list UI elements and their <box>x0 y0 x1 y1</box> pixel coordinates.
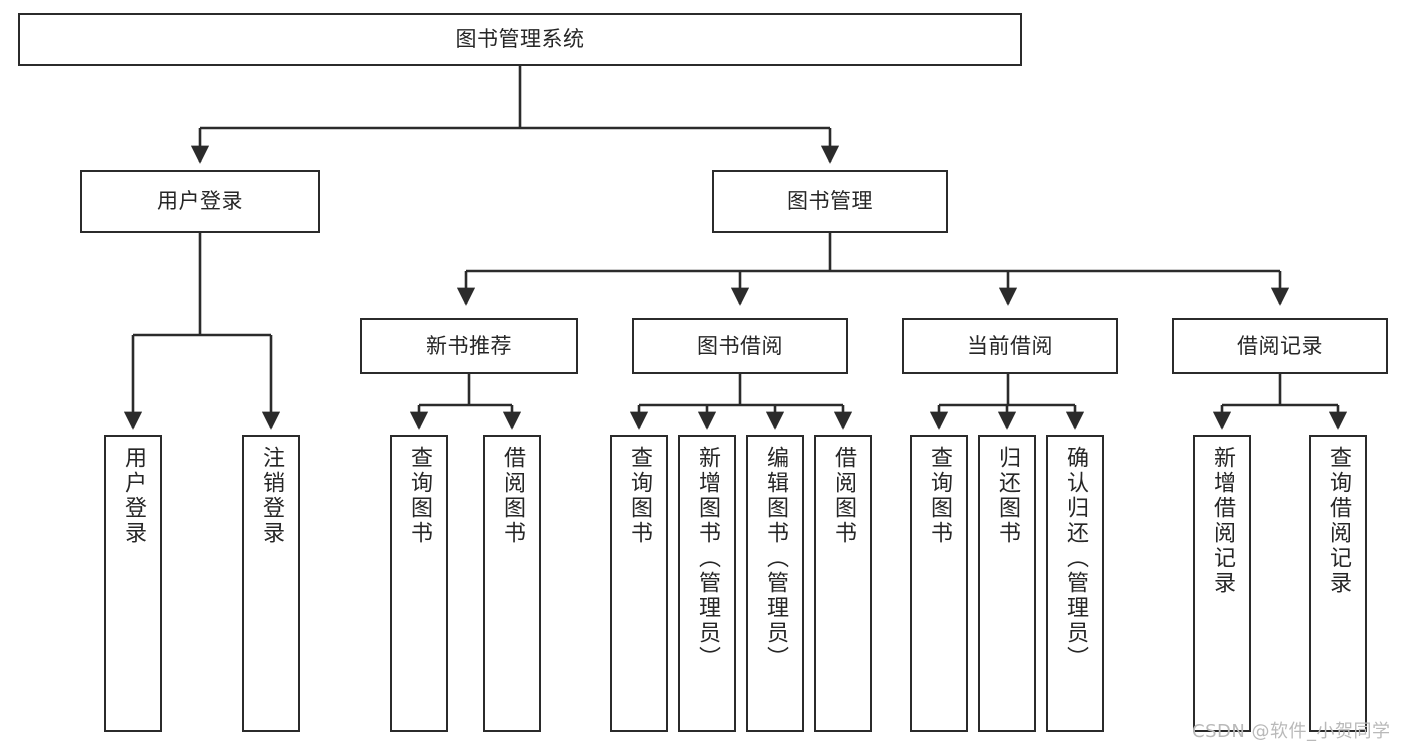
node-label: 确认归还（管理员） <box>1063 446 1088 671</box>
node-label: 图书管理 <box>787 189 873 214</box>
node-label: 借阅记录 <box>1237 333 1323 358</box>
leaf-new-book-query[interactable]: 查询图书 <box>390 435 448 732</box>
node-label: 编辑图书（管理员） <box>763 446 788 671</box>
leaf-record-query-record[interactable]: 查询借阅记录 <box>1309 435 1367 732</box>
node-label: 新增图书（管理员） <box>695 446 720 671</box>
node-label: 归还图书 <box>995 446 1020 546</box>
node-label: 用户登录 <box>121 446 146 546</box>
leaf-borrow-query-book[interactable]: 查询图书 <box>610 435 668 732</box>
node-label: 查询图书 <box>407 446 432 546</box>
node-new-book-recommend[interactable]: 新书推荐 <box>360 318 578 374</box>
leaf-borrow-borrow-book[interactable]: 借阅图书 <box>814 435 872 732</box>
node-book-borrow[interactable]: 图书借阅 <box>632 318 848 374</box>
node-label: 新书推荐 <box>426 333 512 358</box>
node-user-login[interactable]: 用户登录 <box>80 170 320 233</box>
node-label: 借阅图书 <box>500 446 525 546</box>
leaf-current-query-book[interactable]: 查询图书 <box>910 435 968 732</box>
node-book-management[interactable]: 图书管理 <box>712 170 948 233</box>
leaf-current-return-book[interactable]: 归还图书 <box>978 435 1036 732</box>
leaf-borrow-add-book-admin[interactable]: 新增图书（管理员） <box>678 435 736 732</box>
leaf-borrow-edit-book-admin[interactable]: 编辑图书（管理员） <box>746 435 804 732</box>
csdn-watermark: CSDN @软件_小贺同学 <box>1192 721 1391 742</box>
node-label: 图书借阅 <box>697 333 783 358</box>
node-root-book-management-system[interactable]: 图书管理系统 <box>18 13 1022 66</box>
node-label: 查询借阅记录 <box>1326 446 1351 596</box>
node-label: 当前借阅 <box>967 333 1053 358</box>
node-label: 新增借阅记录 <box>1210 446 1235 596</box>
leaf-record-add-record[interactable]: 新增借阅记录 <box>1193 435 1251 732</box>
leaf-new-book-borrow[interactable]: 借阅图书 <box>483 435 541 732</box>
node-label: 查询图书 <box>627 446 652 546</box>
node-current-borrow[interactable]: 当前借阅 <box>902 318 1118 374</box>
leaf-user-login-login[interactable]: 用户登录 <box>104 435 162 732</box>
node-label: 图书管理系统 <box>455 27 585 52</box>
node-label: 借阅图书 <box>831 446 856 546</box>
node-label: 查询图书 <box>927 446 952 546</box>
node-label: 注销登录 <box>259 446 284 546</box>
node-borrow-record[interactable]: 借阅记录 <box>1172 318 1388 374</box>
leaf-user-login-logout[interactable]: 注销登录 <box>242 435 300 732</box>
node-label: 用户登录 <box>157 189 243 214</box>
leaf-current-confirm-return-admin[interactable]: 确认归还（管理员） <box>1046 435 1104 732</box>
